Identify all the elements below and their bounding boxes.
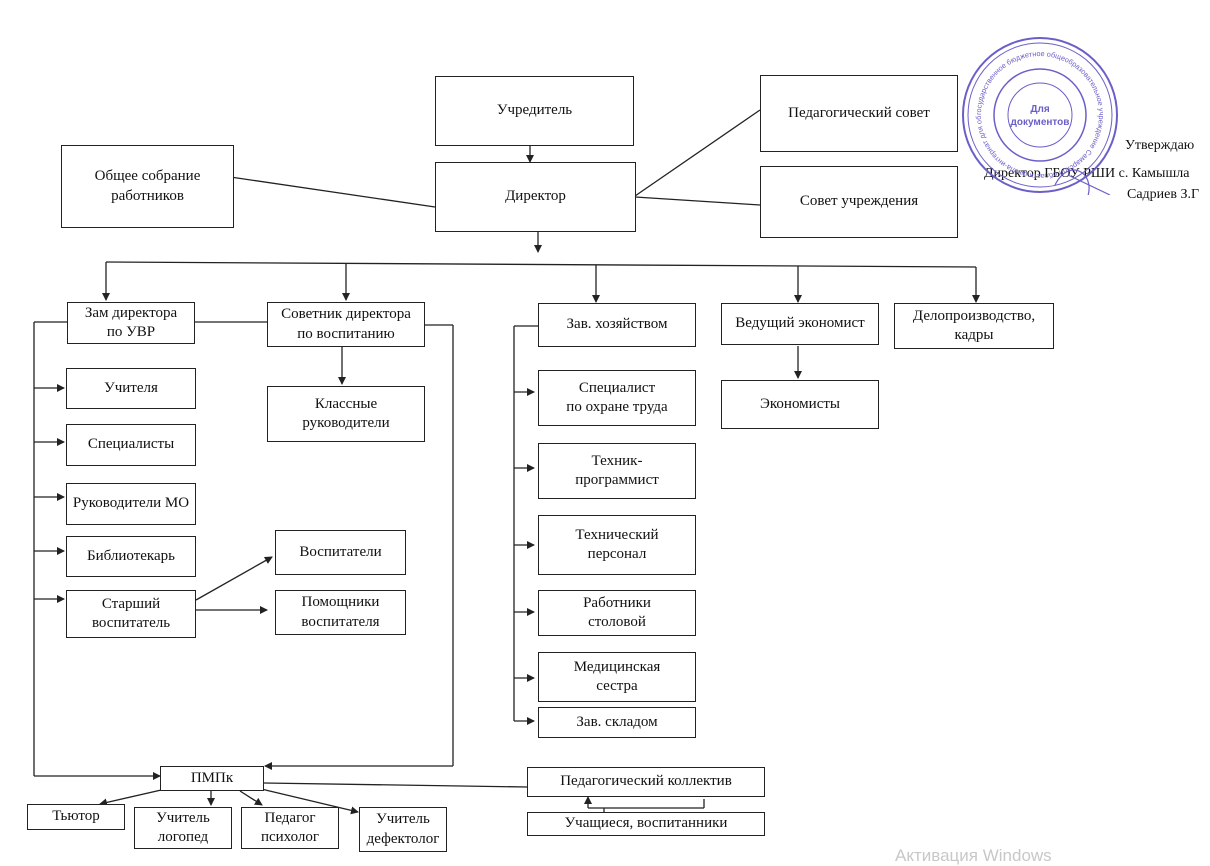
box-supply-head: Зав. хозяйством [538,303,696,347]
box-programmer: Техник- программист [538,443,696,499]
official-stamp: государственное бюджетное общеобразовате… [960,35,1118,195]
svg-text:Для: Для [1030,104,1049,115]
svg-text:документов: документов [1011,117,1070,128]
approval-title: Утверждаю [1125,138,1195,153]
approval-name: Садриев З.Г [1127,187,1200,202]
box-general-meeting: Общее собрание работников [61,145,234,228]
box-ped-council: Педагогический совет [760,75,958,152]
box-students: Учащиеся, воспитанники [527,812,765,836]
box-director: Директор [435,162,636,232]
box-librarian: Библиотекарь [66,536,196,577]
windows-activation-watermark: Активация Windows [895,846,1052,865]
box-educators: Воспитатели [275,530,406,575]
box-lead-economist: Ведущий экономист [721,303,879,345]
box-tutor: Тьютор [27,804,125,830]
box-pmpk: ПМПк [160,766,264,791]
box-defectologist: Учитель дефектолог [359,807,447,852]
box-speech-therapist: Учитель логопед [134,807,232,849]
box-ped-collective: Педагогический коллектив [527,767,765,797]
box-senior-educator: Старший воспитатель [66,590,196,638]
box-deputy-uvr: Зам директора по УВР [67,302,195,344]
box-founder: Учредитель [435,76,634,146]
box-teachers: Учителя [66,368,196,409]
box-nurse: Медицинская сестра [538,652,696,702]
box-tech-staff: Технический персонал [538,515,696,575]
box-labor-safety: Специалист по охране труда [538,370,696,426]
box-mo-heads: Руководители МО [66,483,196,525]
box-specialists: Специалисты [66,424,196,466]
box-class-teachers: Классные руководители [267,386,425,442]
approval-director: Директор ГБОУ РШИ с. Камышла [984,166,1190,181]
box-economists: Экономисты [721,380,879,429]
box-advisor: Советник директора по воспитанию [267,302,425,347]
box-records: Делопроизводство, кадры [894,303,1054,349]
box-warehouse: Зав. складом [538,707,696,738]
box-psychologist: Педагог психолог [241,807,339,849]
box-institution-council: Совет учреждения [760,166,958,238]
box-canteen: Работники столовой [538,590,696,636]
box-educator-assistants: Помощники воспитателя [275,590,406,635]
